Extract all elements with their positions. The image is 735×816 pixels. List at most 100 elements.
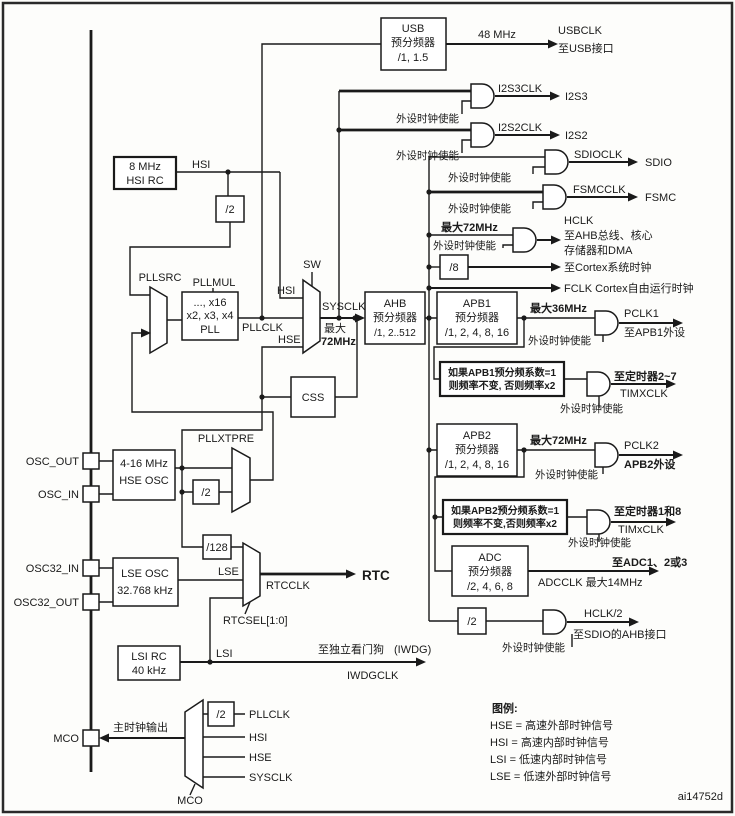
fsmc-and-gate bbox=[542, 184, 567, 210]
fsmcclk-label: FSMCCLK bbox=[573, 184, 626, 196]
pclk2-label: PCLK2 bbox=[624, 440, 659, 452]
usb-prescaler-label-2: 预分频器 bbox=[391, 35, 435, 49]
mco-mux bbox=[184, 698, 204, 790]
enable-label-i2s2: 外设时钟使能 bbox=[396, 149, 459, 162]
pclk2-and-gate bbox=[594, 442, 619, 468]
i2s3-and-gate bbox=[470, 83, 495, 109]
css-label: CSS bbox=[302, 392, 325, 404]
pll-box bbox=[181, 291, 239, 341]
mco-div2-box bbox=[207, 701, 235, 727]
mco-div2-label: /2 bbox=[216, 709, 225, 721]
apb1-prescaler-label-3: /1, 2, 4, 8, 16 bbox=[445, 327, 509, 339]
rtcclk-label: RTCCLK bbox=[266, 580, 310, 592]
sdio-ahb-dest-label: 至SDIO的AHB接口 bbox=[573, 627, 667, 641]
legend-hsi: HSI = 高速内部时钟信号 bbox=[490, 735, 609, 749]
apb1-prescaler-box bbox=[436, 291, 518, 345]
div128-box bbox=[202, 534, 232, 560]
blocks bbox=[112, 17, 569, 727]
sysclk-label: SYSCLK bbox=[322, 301, 366, 313]
apb1-prescaler-label-1: APB1 bbox=[463, 298, 491, 310]
adcclk-label: ADCCLK 最大14MHz bbox=[538, 575, 643, 589]
mco-output-desc-label: 主时钟输出 bbox=[113, 720, 168, 734]
sw-input-pllclk-label: PLLCLK bbox=[242, 322, 284, 334]
pclk1-dest-label: 至APB1外设 bbox=[624, 326, 685, 339]
hclk-max-label: 最大72MHz bbox=[441, 220, 498, 234]
timx-apb1-and-gate bbox=[586, 371, 611, 397]
css-box bbox=[290, 376, 336, 418]
lsi-rc-label-2: 40 kHz bbox=[132, 665, 166, 677]
hclk-and-gate bbox=[512, 227, 537, 253]
pllxtpre-mux-label: PLLXTPRE bbox=[198, 433, 254, 445]
pclk1-and-gate bbox=[594, 310, 619, 336]
hse-osc-box bbox=[112, 449, 176, 501]
lsi-signal-label: LSI bbox=[216, 648, 233, 660]
div128-label: /128 bbox=[206, 542, 227, 554]
mco-pin bbox=[82, 729, 100, 747]
div8-box bbox=[439, 254, 469, 280]
osc-out-pin bbox=[82, 452, 100, 470]
mco-input-sysclk-label: SYSCLK bbox=[249, 772, 293, 784]
timx-apb2-and-gate bbox=[586, 509, 611, 535]
sdio-ahb-and-gate bbox=[542, 609, 567, 635]
pclk2-max-label: 最大72MHz bbox=[530, 433, 587, 447]
apb2-note-label-2: 则频率不变,否则频率x2 bbox=[453, 517, 557, 530]
usb-freq-label: 48 MHz bbox=[478, 29, 516, 41]
legend: 图例: HSE = 高速外部时钟信号 HSI = 高速内部时钟信号 LSI = … bbox=[490, 701, 613, 783]
pll-label-3: PLL bbox=[200, 324, 220, 336]
lse-signal-label: LSE bbox=[218, 566, 239, 578]
sdio-and-gate bbox=[544, 149, 569, 175]
i2s3-dest-label: I2S3 bbox=[565, 91, 588, 103]
usbclk-dest-label: 至USB接口 bbox=[558, 42, 614, 55]
ahb-prescaler-label-1: AHB bbox=[384, 298, 407, 310]
i2s3clk-label: I2S3CLK bbox=[498, 83, 543, 95]
apb2-prescaler-box bbox=[436, 423, 518, 477]
lsi-rc-label-1: LSI RC bbox=[131, 651, 167, 663]
apb2-prescaler-label-3: /1, 2, 4, 8, 16 bbox=[445, 459, 509, 471]
osc-in-pin bbox=[82, 485, 100, 503]
arrowheads bbox=[99, 39, 683, 743]
apb2-note-box bbox=[441, 498, 569, 536]
lse-osc-label-1: LSE OSC bbox=[121, 568, 169, 580]
wires bbox=[89, 30, 673, 796]
legend-hse: HSE = 高速外部时钟信号 bbox=[490, 718, 613, 732]
pllxtpre-mux bbox=[231, 446, 251, 514]
hclk-div2-label: /2 bbox=[467, 616, 476, 628]
hsi-rc-label-1: 8 MHz bbox=[129, 161, 161, 173]
usb-prescaler-box bbox=[380, 17, 447, 71]
rtcsel-mux-label: RTCSEL[1:0] bbox=[223, 615, 288, 627]
usb-prescaler-label-1: USB bbox=[402, 23, 425, 35]
osc32-in-pin bbox=[82, 559, 100, 577]
osc-in-pin-label: OSC_IN bbox=[38, 489, 79, 501]
osc-out-pin-label: OSC_OUT bbox=[26, 456, 79, 468]
pllsrc-mux-label: PLLSRC bbox=[139, 272, 182, 284]
apb1-note-label-1: 如果APB1预分频系数=1 bbox=[448, 366, 557, 379]
pllmul-label: PLLMUL bbox=[193, 277, 236, 289]
osc32-out-pin-label: OSC32_OUT bbox=[14, 597, 80, 609]
enable-label-timx-apb1: 外设时钟使能 bbox=[560, 402, 623, 415]
tim27-dest-label: 至定时器2~7 bbox=[614, 369, 677, 383]
chip-pins bbox=[82, 452, 100, 747]
mco-input-hse-label: HSE bbox=[249, 752, 272, 764]
hclk-div2-out-label: HCLK/2 bbox=[584, 608, 623, 620]
legend-title: 图例: bbox=[492, 701, 518, 715]
legend-lse: LSE = 低速外部时钟信号 bbox=[490, 769, 611, 783]
timxclk-apb1-label: TIMXCLK bbox=[620, 388, 668, 400]
pll-label-1: ..., x16 bbox=[193, 297, 226, 309]
clock-enable-gates bbox=[470, 83, 619, 635]
lse-osc-label-2: 32.768 kHz bbox=[117, 585, 173, 597]
hsi-signal-label: HSI bbox=[192, 159, 210, 171]
pclk2-dest-label: APB2外设 bbox=[624, 457, 676, 471]
lsi-rc-box bbox=[117, 645, 181, 681]
hclk-dest-label-2: 存储器和DMA bbox=[564, 243, 633, 257]
enable-stub-wires bbox=[461, 100, 604, 647]
enable-label-sdio: 外设时钟使能 bbox=[448, 171, 511, 184]
junction-dots bbox=[179, 127, 527, 665]
cortex-clk-label: 至Cortex系统时钟 bbox=[564, 260, 651, 274]
pclk1-max-label: 最大36MHz bbox=[530, 301, 587, 315]
hse-osc-label-1: 4-16 MHz bbox=[120, 458, 168, 470]
pclk1-label: PCLK1 bbox=[624, 308, 659, 320]
i2s2-dest-label: I2S2 bbox=[565, 130, 588, 142]
fsmc-dest-label: FSMC bbox=[645, 192, 676, 204]
apb2-note-label-1: 如果APB2预分频系数=1 bbox=[451, 504, 560, 517]
